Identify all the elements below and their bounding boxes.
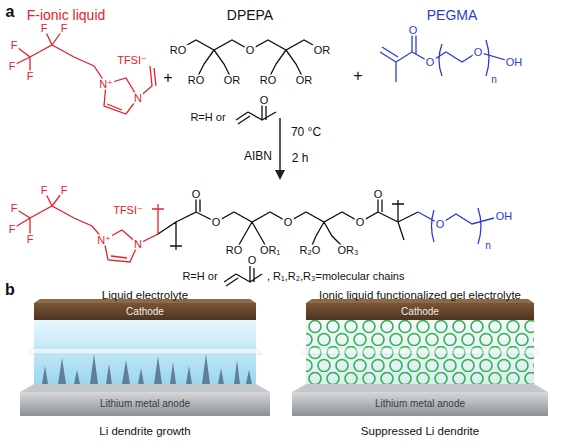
atom-label: O xyxy=(245,45,256,56)
panel-heading: Liquid electrolyte xyxy=(20,290,270,302)
atom-label: F xyxy=(26,71,35,82)
atom-label: O xyxy=(355,217,366,228)
bond-lines xyxy=(418,208,494,244)
atom-label: OR₁ xyxy=(259,245,281,256)
atom-label: F xyxy=(60,185,69,196)
condition-label: 2 h xyxy=(291,152,310,164)
atom-label: OH xyxy=(505,57,524,68)
atom-label: F xyxy=(26,234,35,245)
bond-lines xyxy=(12,190,164,262)
reaction-arrow xyxy=(279,118,281,178)
plate-label: Lithium metal anode xyxy=(292,399,548,409)
atom-label: RO xyxy=(259,75,278,86)
atom-label: F xyxy=(40,185,49,196)
panel-letter: a xyxy=(5,4,16,20)
plate-label: Lithium metal anode xyxy=(20,399,270,409)
atom-label: OR xyxy=(313,45,332,56)
panel-heading: Ionic liquid functionalized gel electrol… xyxy=(292,290,548,302)
cathode-plate: Cathode xyxy=(306,303,534,320)
panel-caption: Suppressed Li dendrite xyxy=(292,426,548,438)
atom-label: O xyxy=(373,189,384,200)
atom-label: OR₃ xyxy=(337,245,360,256)
atom-label: F xyxy=(40,23,49,34)
atom-label: RO xyxy=(187,75,206,86)
cathode-plate: Cathode xyxy=(34,303,256,320)
atom-label: N⁺ xyxy=(98,79,114,90)
atom-label: O xyxy=(211,217,222,228)
lithium-anode: Lithium metal anode xyxy=(20,392,270,416)
repeat-subscript: n xyxy=(484,241,492,251)
plate-label: Cathode xyxy=(306,307,534,317)
electrolyte-panel: Ionic liquid functionalized gel electrol… xyxy=(292,288,548,440)
atom-label: F xyxy=(8,61,17,72)
counter-ion: TFSI⁻ xyxy=(112,205,144,216)
atom-label: O xyxy=(425,57,436,68)
bond-lines xyxy=(158,194,418,250)
atom-label: OR xyxy=(295,75,314,86)
atom-label: RO xyxy=(169,45,188,56)
bond-lines xyxy=(12,28,156,114)
bond-lines xyxy=(178,40,322,124)
plus-sign: + xyxy=(352,68,363,84)
panel-caption: Li dendrite growth xyxy=(20,426,270,438)
atom-label: N xyxy=(133,93,143,104)
counter-ion: TFSI⁻ xyxy=(116,55,148,66)
atom-label: OH xyxy=(495,211,514,222)
repeat-subscript: n xyxy=(490,75,498,85)
separator xyxy=(300,348,540,354)
plus-sign: + xyxy=(162,70,173,86)
separator xyxy=(28,348,262,354)
atom-label: N⁺ xyxy=(96,235,112,246)
reagent-label: AIBN xyxy=(243,150,273,162)
bond-lines xyxy=(224,266,262,286)
li-dendrites xyxy=(42,354,252,384)
atom-label: O xyxy=(435,219,446,230)
atom-label: OR xyxy=(223,75,242,86)
atom-label: O xyxy=(283,217,294,228)
atom-label: F xyxy=(10,203,19,214)
atom-label: O xyxy=(247,255,258,266)
atom-label: O xyxy=(191,189,202,200)
compound-name: DPEPA xyxy=(226,8,274,22)
atom-label: F xyxy=(8,224,17,235)
substituent-note: R=H or xyxy=(181,271,218,282)
anode-top-face xyxy=(20,384,270,392)
substituent-note: , R₁,R₂,R₃=molecular chains xyxy=(266,271,405,282)
electrolyte-panel: Liquid electrolyte Li dendrite growth Cath… xyxy=(20,288,270,440)
plate-label: Cathode xyxy=(34,307,256,317)
anode-top-face xyxy=(292,384,548,392)
atom-label: O xyxy=(259,95,270,106)
substituent-note: R=H or xyxy=(189,112,226,123)
atom-label: F xyxy=(60,23,69,34)
lithium-anode: Lithium metal anode xyxy=(292,392,548,416)
panel-letter: b xyxy=(4,282,16,298)
atom-label: R₂O xyxy=(299,245,322,256)
compound-name: F-ionic liquid xyxy=(26,8,107,22)
atom-label: F xyxy=(10,40,19,51)
atom-label: N xyxy=(133,239,143,250)
atom-label: O xyxy=(473,47,484,58)
condition-label: 70 °C xyxy=(290,126,322,138)
compound-name: PEGMA xyxy=(426,8,479,22)
atom-label: O xyxy=(408,25,419,36)
atom-label: RO xyxy=(225,245,244,256)
